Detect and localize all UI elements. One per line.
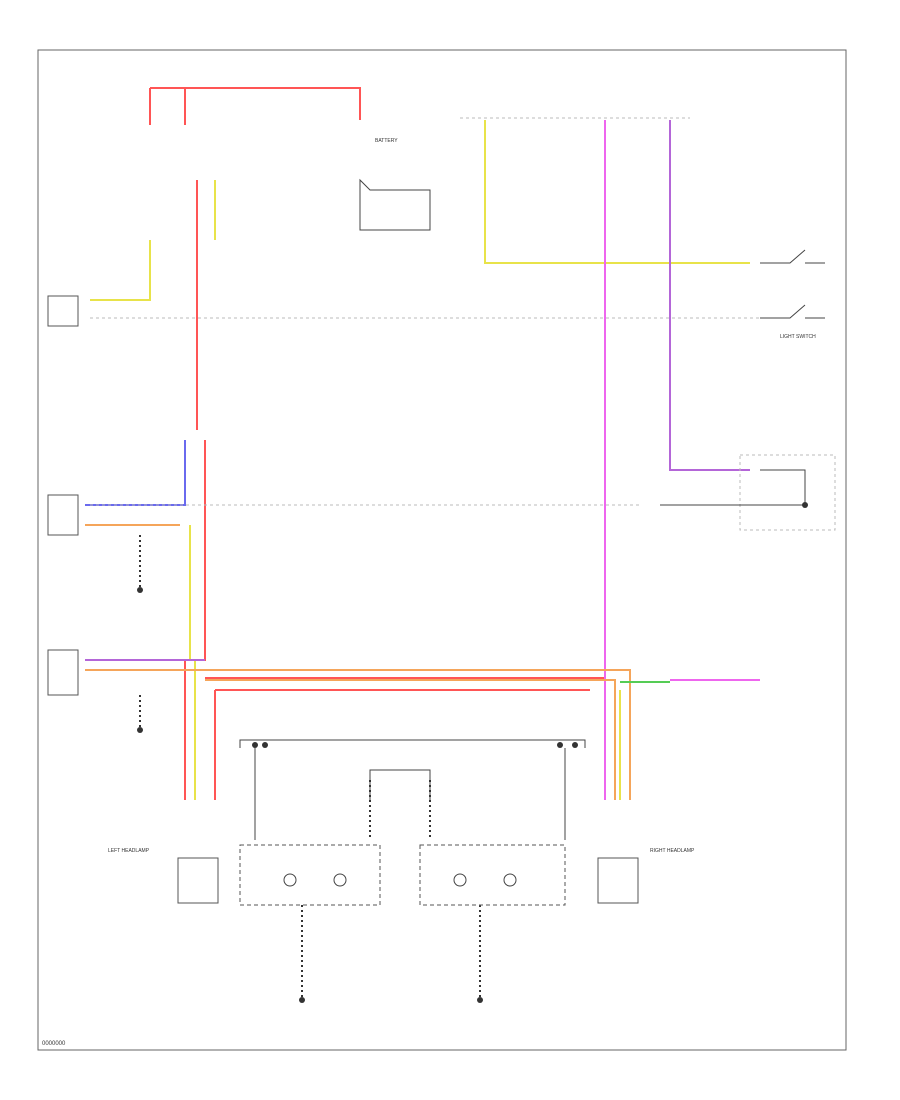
- right-bulb-low: [453, 873, 467, 887]
- diagram-frame: [37, 49, 847, 1051]
- left-headlamp-box: [239, 844, 381, 906]
- switch-lower: [760, 304, 825, 319]
- ground-dot-3: [299, 997, 305, 1003]
- module-wire: [660, 469, 806, 506]
- right-headlamp-label: RIGHT HEADLAMP: [650, 848, 695, 854]
- wire-yellow-left-top: [90, 240, 151, 301]
- wire-violet-right: [669, 120, 750, 471]
- ground-dot-2: [137, 727, 143, 733]
- left-headlamp-label: LEFT HEADLAMP: [108, 848, 150, 854]
- module-node: [802, 502, 808, 508]
- right-bulb-high: [503, 873, 517, 887]
- battery-circuit: [359, 178, 431, 231]
- wire-blue: [85, 440, 186, 506]
- wire-orange-2: [205, 679, 616, 800]
- light-switch-label: LIGHT SWITCH: [780, 334, 816, 340]
- left-bulb-low: [333, 873, 347, 887]
- wire-red-right: [205, 677, 606, 800]
- ground-dot-4: [477, 997, 483, 1003]
- left-headlamp-connector: [177, 857, 219, 904]
- wire-yellow-mid: [189, 525, 196, 800]
- left-connector-lower: [47, 649, 79, 696]
- footer-code: 0000000: [42, 1041, 66, 1047]
- left-connector-mid: [47, 494, 79, 536]
- left-bulb-high: [283, 873, 297, 887]
- ground-dot-1: [137, 587, 143, 593]
- headlamp-link: [369, 769, 431, 800]
- battery-label: BATTERY: [375, 138, 398, 144]
- wire-yellow-top-switch: [484, 120, 750, 264]
- right-headlamp-box: [419, 844, 566, 906]
- left-connector-upper: [47, 295, 79, 327]
- splice-1: [252, 742, 258, 748]
- splice-4: [572, 742, 578, 748]
- harness-bracket: [239, 739, 586, 748]
- splice-3: [557, 742, 563, 748]
- instrument-module-box: [739, 454, 836, 531]
- switch-upper: [760, 249, 825, 264]
- wire-red-top: [149, 87, 361, 125]
- wire-orange: [85, 524, 631, 800]
- wire-red-mid: [214, 689, 590, 800]
- right-headlamp-connector: [597, 857, 639, 904]
- splice-2: [262, 742, 268, 748]
